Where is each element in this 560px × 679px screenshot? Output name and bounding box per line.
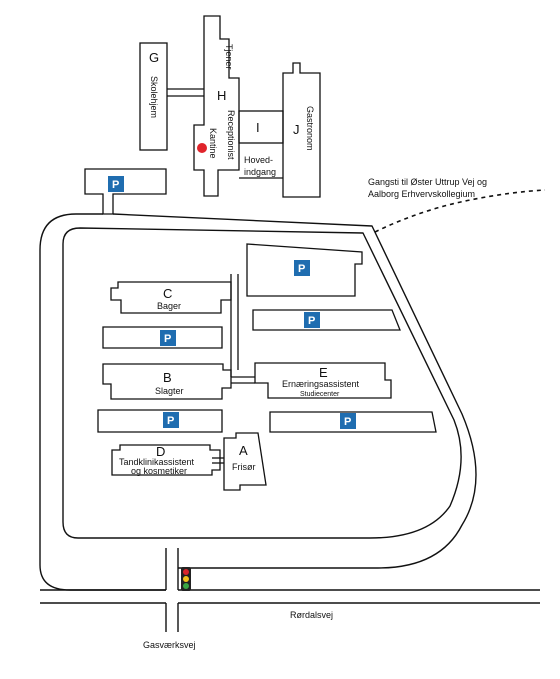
parking-sign-label: P	[164, 333, 171, 345]
building-d[interactable]: D Tandklinikassistent og kosmetiker	[111, 444, 221, 476]
building-c-name: Bager	[157, 301, 181, 311]
main-entrance-line2: indgang	[244, 167, 276, 177]
parking-sign	[108, 176, 124, 192]
walkway-spine	[230, 274, 239, 377]
building-e-name: Ernæringsassistent	[282, 379, 360, 389]
building-g-name: Skolehjem	[149, 76, 159, 118]
building-j-name: Gastronom	[305, 106, 315, 151]
rordalsvej-label: Rørdalsvej	[290, 610, 333, 620]
building-e-sub: Studiecenter	[300, 391, 340, 398]
building-j-letter: J	[293, 122, 300, 137]
kantine-marker	[197, 143, 207, 153]
campus-road-inner	[62, 227, 462, 539]
connector-b-e	[231, 376, 255, 384]
parking-sign	[294, 260, 310, 276]
building-c[interactable]: C Bager	[110, 281, 232, 314]
building-h-receptionist: Receptionist	[226, 110, 236, 160]
building-h[interactable]: Tjener H Receptionist Kantine	[193, 15, 240, 197]
parking-lot-3[interactable]: P	[102, 326, 223, 349]
building-a[interactable]: A Frisør	[223, 432, 267, 491]
building-b-name: Slagter	[155, 386, 184, 396]
footpath-note-line2: Aalborg Erhvervskollegium	[368, 189, 475, 199]
building-d-line2: og kosmetiker	[131, 466, 187, 476]
traffic-light-icon	[181, 567, 191, 591]
parking-top[interactable]: P	[84, 168, 167, 215]
building-b-letter: B	[163, 370, 172, 385]
building-d-line1: Tandklinikassistent	[119, 457, 195, 467]
parking-sign-label: P	[298, 263, 305, 275]
building-a-letter: A	[239, 443, 248, 458]
connector-d-a	[212, 457, 224, 464]
main-entrance[interactable]: Hoved- indgang	[239, 155, 283, 179]
building-e-letter: E	[319, 365, 328, 380]
parking-sign-label: P	[167, 415, 174, 427]
gasvaerksvej-label: Gasværksvej	[143, 640, 196, 650]
building-c-letter: C	[163, 286, 172, 301]
parking-sign	[304, 312, 320, 328]
building-g[interactable]: G Skolehjem	[139, 42, 168, 151]
gasvaerksvej-road	[165, 603, 179, 632]
building-e[interactable]: E Ernæringsassistent Studiecenter	[254, 362, 392, 399]
building-h-kantine: Kantine	[208, 128, 218, 159]
connector-g-h	[167, 88, 204, 97]
footpath	[374, 189, 546, 233]
building-g-letter: G	[149, 50, 159, 65]
building-h-letter: H	[217, 88, 226, 103]
campus-road-outer	[39, 213, 166, 591]
parking-sign	[340, 413, 356, 429]
parking-sign-label: P	[344, 416, 351, 428]
parking-lot-4[interactable]: P	[269, 411, 437, 433]
building-h-top-label: Tjener	[224, 44, 234, 70]
building-i-letter: I	[256, 120, 260, 135]
building-b[interactable]: B Slagter	[102, 363, 232, 400]
building-i[interactable]: I	[238, 110, 284, 144]
footpath-note-line1: Gangsti til Øster Uttrup Vej og	[368, 177, 487, 187]
campus-road-outer-right	[112, 213, 477, 569]
parking-sign-label: P	[308, 315, 315, 327]
building-d-letter: D	[156, 444, 165, 459]
parking-lot-5[interactable]: P	[97, 409, 223, 433]
parking-lot-2[interactable]: P	[252, 309, 401, 331]
entry-drive	[165, 548, 179, 590]
parking-lot-1[interactable]: P	[246, 243, 363, 297]
rordalsvej-road	[40, 589, 540, 604]
building-a-name: Frisør	[232, 462, 256, 472]
parking-sign-label: P	[112, 179, 119, 191]
parking-sign	[163, 412, 179, 428]
parking-sign	[160, 330, 176, 346]
building-j[interactable]: J Gastronom	[282, 62, 321, 198]
main-entrance-line1: Hoved-	[244, 155, 273, 165]
